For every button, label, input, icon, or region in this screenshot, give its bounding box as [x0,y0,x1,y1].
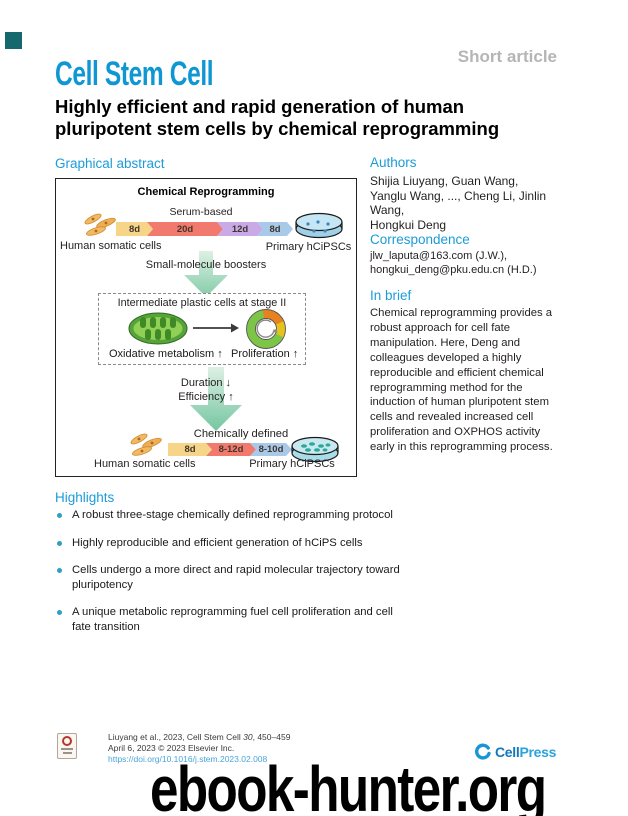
correspondence-email[interactable]: jlw_laputa@163.com (J.W.), [370,250,508,262]
in-brief-heading: In brief [370,288,412,303]
cell-cycle-icon [246,309,286,349]
ga-box-title: Chemical Reprogramming [137,186,275,198]
correspondence-email[interactable]: hongkui_deng@pku.edu.cn (H.D.) [370,263,537,276]
article-title: Highly efficient and rapid generation of… [55,96,500,139]
bullet-icon [57,513,62,518]
serum-based-label: Serum-based [169,206,233,218]
oxidative-metabolism-caption: Oxidative metabolism ↑ [109,348,223,360]
article-type-label: Short article [457,47,557,66]
citation-line: Liuyang et al., 2023, Cell Stem Cell 30,… [108,732,290,743]
timeline-segment: 8-10d [250,443,292,456]
authors-heading: Authors [370,155,417,170]
correspondence-heading: Correspondence [370,232,470,247]
timeline-segment: 20d [147,222,223,236]
bullet-icon [57,610,62,615]
date-line: April 6, 2023 © 2023 Elsevier Inc. [108,743,235,753]
boosters-label: Small-molecule boosters [145,259,267,271]
doi-link[interactable]: https://doi.org/10.1016/j.stem.2023.02.0… [108,754,268,764]
timeline-segment: 8d [257,222,293,236]
stage-box-title: Intermediate plastic cells at stage II [117,297,287,309]
author-line: Yanglu Wang, ..., Cheng Li, Jinlin Wang, [370,188,547,218]
mitochondria-icon [128,312,188,345]
human-somatic-cells-label: Human somatic cells [60,240,162,252]
cellpress-press: Press [519,744,557,760]
check-for-updates-badge[interactable] [57,733,77,759]
chemically-defined-label: Chemically defined [193,428,289,440]
graphical-abstract-heading: Graphical abstract [55,156,165,171]
highlights-list: A robust three-stage chemically defined … [55,508,407,647]
primary-hcipscs-label: Primary hCiPSCs [249,458,335,470]
cellpress-swirl-icon [475,743,491,760]
author-line: Hongkui Deng [370,217,447,232]
graphical-abstract-box: Chemical Reprogramming Serum-based 8d 20… [55,178,357,477]
timeline-segment: 12d [217,222,263,236]
journal-logo[interactable]: Cell Stem Cell [55,55,214,93]
human-somatic-cells-label: Human somatic cells [94,458,196,470]
duration-label: Duration ↓ [180,377,232,389]
citation-volume: 30 [243,732,253,742]
somatic-cells-icon [130,433,162,456]
bullet-icon [57,568,62,573]
highlight-item: Highly reproducible and efficient genera… [55,536,407,551]
highlight-text: A robust three-stage chemically defined … [72,509,393,521]
green-down-arrow-icon [190,367,242,431]
citation-prefix: Liuyang et al., 2023, Cell Stem Cell [108,732,244,742]
highlight-text: A unique metabolic reprogramming fuel ce… [72,606,393,633]
footer-citation-block: Liuyang et al., 2023, Cell Stem Cell 30,… [108,732,290,765]
proliferation-caption: Proliferation ↑ [231,348,299,360]
timeline-chemical: 8d 8-12d 8-10d [168,443,292,456]
author-line: Shijia Liuyang, Guan Wang, [370,174,519,188]
highlight-text: Highly reproducible and efficient genera… [72,536,363,549]
somatic-cells-icon [84,213,116,236]
bullet-icon [57,540,62,546]
citation-pages: , 450–459 [252,732,291,742]
efficiency-label: Efficiency ↑ [178,391,234,403]
corner-marker [5,32,22,49]
watermark: ebook-hunter.org [150,753,547,816]
badge-text-bar [61,748,73,750]
cellpress-cell: Cell [495,744,520,760]
highlight-item: A robust three-stage chemically defined … [55,508,407,523]
right-arrow-icon [193,323,239,333]
badge-text-bar [62,752,72,754]
highlight-item: Cells undergo a more direct and rapid mo… [55,563,407,592]
timeline-segment: 8d [168,443,212,456]
petri-dish-icon [291,436,339,463]
green-down-arrow-icon [184,251,228,297]
in-brief-text: Chemical reprogramming provides a robust… [370,307,553,454]
timeline-segment: 8-12d [206,443,256,456]
timeline-serum: 8d 20d 12d 8d [116,222,293,236]
petri-dish-icon [295,212,343,239]
highlight-item: A unique metabolic reprogramming fuel ce… [55,605,407,634]
highlight-text: Cells undergo a more direct and rapid mo… [72,564,400,591]
primary-hcipscs-label: Primary hCiPSCs [265,241,352,253]
badge-icon [62,736,72,746]
stage-box: Intermediate plastic cells at stage II [98,293,306,365]
highlights-heading: Highlights [55,490,115,505]
timeline-segment: 8d [116,222,153,236]
